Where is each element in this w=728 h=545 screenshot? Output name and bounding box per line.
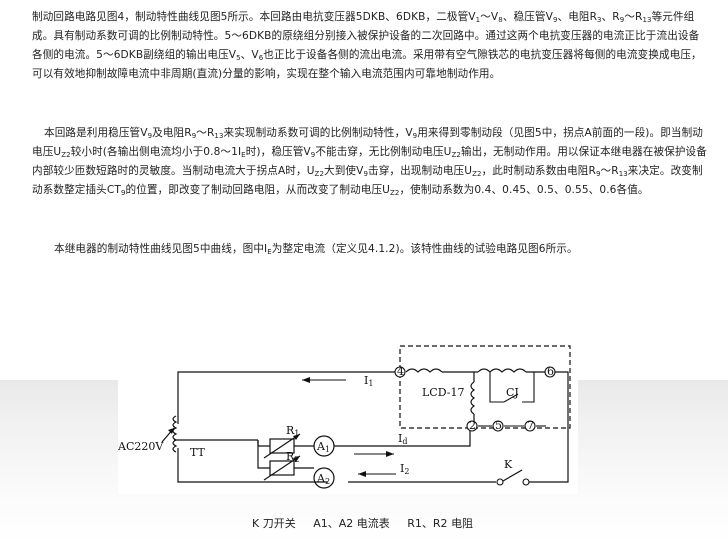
relay-label: LCD-17 — [422, 386, 464, 399]
wire-to-r2 — [257, 440, 270, 469]
a1-label: A1 — [316, 440, 330, 454]
figure-caption: K 刀开关 A1、A2 电流表 R1、R2 电阻 — [252, 515, 473, 531]
id-label: Id — [398, 432, 407, 446]
terminal-5 — [492, 420, 504, 432]
paragraph-1: 制动回路电路见图4，制动特性曲线见图5所示。本回路由电抗变压器5DKB、6DKB… — [32, 8, 708, 84]
r1-label: R1 — [286, 424, 299, 438]
wire-bottom-left — [177, 448, 328, 483]
switch-k-pivot — [496, 478, 504, 486]
source-label: AC220V — [118, 440, 164, 453]
terminal-5-label: 5 — [495, 419, 502, 432]
relay-coil-right — [477, 368, 527, 373]
switch-k-contact — [522, 478, 530, 486]
caption-r2: R2 — [432, 517, 448, 530]
transformer-winding — [172, 415, 178, 453]
caption-a-desc: 电流表 — [356, 517, 390, 530]
wire-top-left — [177, 371, 395, 424]
paragraph-2-text: 本回路是利用稳压管V9及电阻R9～R13来实现制动系数可调的比例制动特性，V9用… — [32, 127, 707, 197]
i1-arrowhead — [302, 377, 310, 383]
terminal-4 — [394, 366, 406, 378]
paragraph-3: 本继电器的制动特性曲线见图5中曲线，图中IE为整定电流（定义见4.1.2)。该特… — [32, 240, 708, 259]
caption-a1: A1 — [313, 517, 328, 530]
r2-label: R2 — [286, 450, 299, 464]
caption-r-desc: 电阻 — [451, 517, 474, 530]
resistor-r1-arrowhead — [293, 434, 300, 440]
transformer-label: TT — [190, 446, 206, 459]
caption-a2: A2 — [338, 517, 354, 530]
cj-contact-blade — [503, 393, 519, 403]
paragraph-2: 本回路是利用稳压管V9及电阻R9～R13来实现制动系数可调的比例制动特性，V9用… — [32, 124, 708, 200]
resistor-r2-arrow — [263, 455, 301, 481]
terminal-7 — [524, 420, 536, 432]
cj-wire-left — [489, 372, 504, 403]
terminal-6-label: 6 — [547, 365, 554, 378]
wire-to-r1 — [257, 440, 270, 447]
transformer-tap-arrow — [168, 428, 174, 434]
ammeter-a2 — [313, 467, 335, 489]
terminal-7-label: 7 — [527, 419, 534, 432]
wire-a1-terminal2 — [334, 428, 471, 447]
k-label: K — [504, 458, 513, 471]
switch-k-blade — [502, 469, 523, 482]
resistor-r1-arrow — [263, 433, 301, 459]
caption-k: K — [252, 517, 260, 530]
paragraph-1-text: 制动回路电路见图4，制动特性曲线见图5所示。本回路由电抗变压器5DKB、6DKB… — [32, 11, 702, 80]
terminal-2 — [466, 420, 478, 432]
i1-label: I1 — [364, 374, 373, 388]
circuit-diagram: AC220V TT R1 R2 A1 A2 I1 Id I2 LCD-17 CJ… — [118, 345, 571, 489]
i2-arrowhead — [358, 471, 366, 477]
cj-wire-right — [522, 372, 535, 403]
i2-label: I2 — [400, 462, 409, 476]
terminal-4-label: 4 — [397, 365, 404, 378]
terminal-2-label: 2 — [469, 419, 476, 432]
a2-label: A2 — [316, 472, 330, 486]
wire-right — [528, 371, 569, 483]
caption-sep1: 、 — [327, 517, 339, 530]
terminal-6 — [544, 366, 556, 378]
caption-k-desc: 刀开关 — [262, 517, 296, 530]
id-arrowhead — [386, 451, 394, 457]
paragraph-3-text: 本继电器的制动特性曲线见图5中曲线，图中IE为整定电流（定义见4.1.2)。该特… — [54, 243, 578, 256]
cj-label: CJ — [506, 386, 519, 399]
caption-sep2: 、 — [421, 517, 433, 530]
relay-coil-left — [405, 368, 443, 373]
caption-r1: R1 — [407, 517, 422, 530]
relay-vertical-coil — [470, 381, 476, 415]
relay-dashed-box — [399, 345, 571, 429]
test-circuit-figure: AC220V TT R1 R2 A1 A2 I1 Id I2 LCD-17 CJ… — [118, 344, 578, 494]
resistor-r2-arrowhead — [293, 456, 300, 462]
